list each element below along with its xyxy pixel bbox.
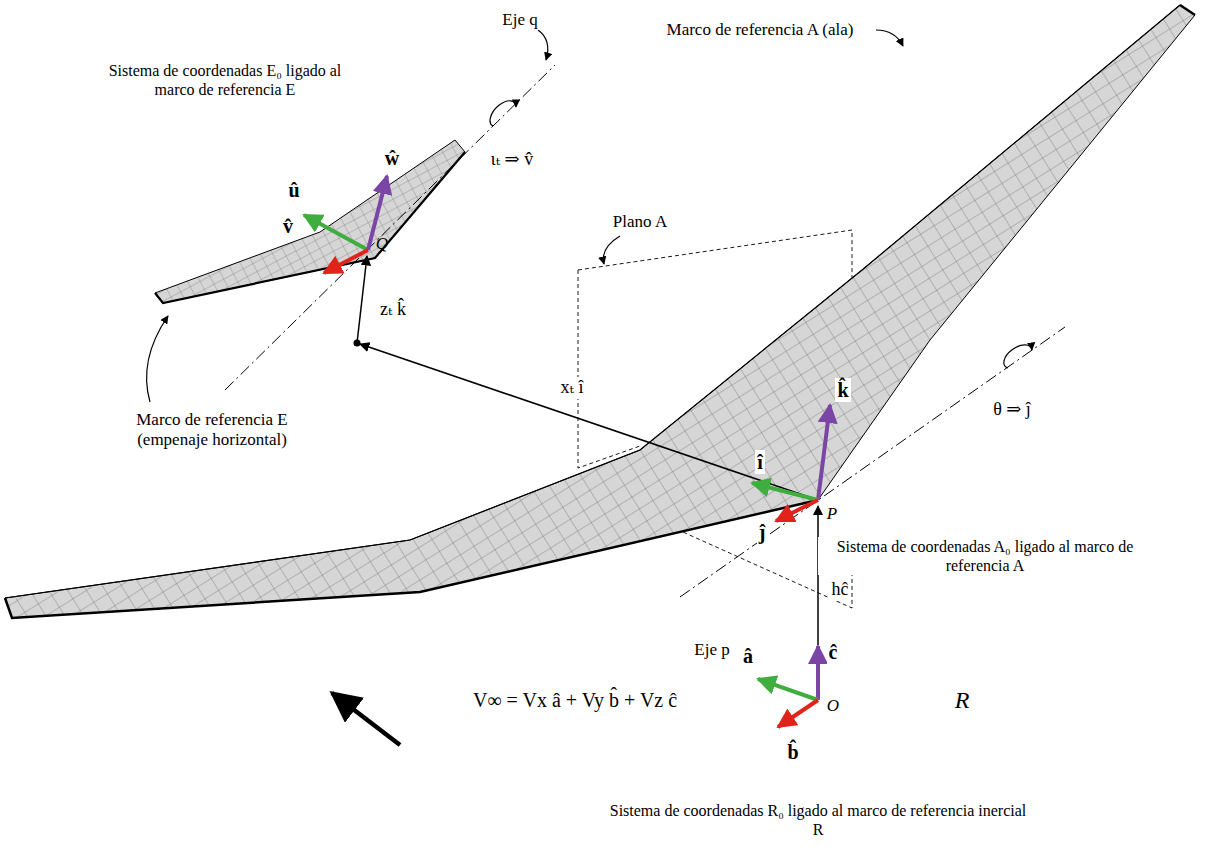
- leader-line: [603, 236, 620, 264]
- caption-text: Marco de referencia E (empenaje horizont…: [105, 410, 319, 451]
- text-label: Q: [374, 234, 390, 254]
- wing-edge: [5, 5, 1180, 598]
- caption-text: Sistema de coordenadas E₀ ligado al marc…: [93, 61, 357, 99]
- vector-v: [324, 250, 368, 273]
- text-label: R: [953, 686, 972, 715]
- text-label: ιₜ ⇒ v̂: [489, 149, 535, 171]
- rotation-arrow: [1004, 345, 1032, 368]
- vector-b: [778, 700, 818, 727]
- caption-text: Sistema de coordenadas A₀ ligado al marc…: [818, 537, 1152, 575]
- text-label: hĉ: [830, 579, 851, 601]
- vector-label: â: [741, 644, 755, 668]
- vector-zt: [357, 256, 367, 343]
- vector-label: û: [286, 178, 301, 202]
- text-label: Plano A: [611, 212, 669, 232]
- horizontal-tail: [155, 140, 465, 303]
- wing-trailing-edge: [5, 5, 1195, 618]
- vector-k: [818, 405, 830, 500]
- vector-label: ĉ: [827, 640, 840, 664]
- vector-xt: [360, 344, 818, 500]
- vector-i: [752, 483, 818, 500]
- tail-trailing-edge: [155, 152, 465, 303]
- leader-line: [147, 316, 168, 402]
- vector-label: ŵ: [383, 146, 401, 170]
- vector-label: b̂: [785, 740, 800, 764]
- text-label: V∞ = Vx â + Vy b̂ + Vz ĉ: [471, 688, 679, 712]
- text-label: θ ⇒ ĵ: [991, 399, 1033, 421]
- main-wing: [5, 5, 1195, 618]
- text-label: zₜ k̂: [378, 299, 408, 321]
- text-label: Marco de referencia A (ala): [665, 20, 856, 40]
- text-label: Eje q: [500, 10, 539, 30]
- vector-label: k̂: [835, 378, 850, 402]
- rotation-arrow: [490, 101, 516, 126]
- text-label: P: [825, 504, 839, 524]
- vector-a: [758, 679, 818, 700]
- freestream-arrow: [332, 693, 400, 745]
- vector-label: v̂: [281, 214, 295, 238]
- leader-line: [876, 30, 903, 46]
- vector-h: [817, 506, 819, 645]
- text-label: xₜ î: [559, 377, 586, 399]
- caption-text: Sistema de coordenadas R₀ ligado al marc…: [601, 801, 1035, 839]
- vector-label: ĵ: [757, 520, 768, 544]
- text-label: Eje p: [692, 640, 731, 660]
- leader-line: [538, 30, 548, 60]
- vector-label: î: [755, 450, 765, 474]
- text-label: O: [825, 696, 841, 716]
- vector-j: [776, 500, 818, 521]
- vector-u: [304, 215, 368, 250]
- axis-q: [225, 65, 555, 390]
- vector-c: [816, 646, 820, 700]
